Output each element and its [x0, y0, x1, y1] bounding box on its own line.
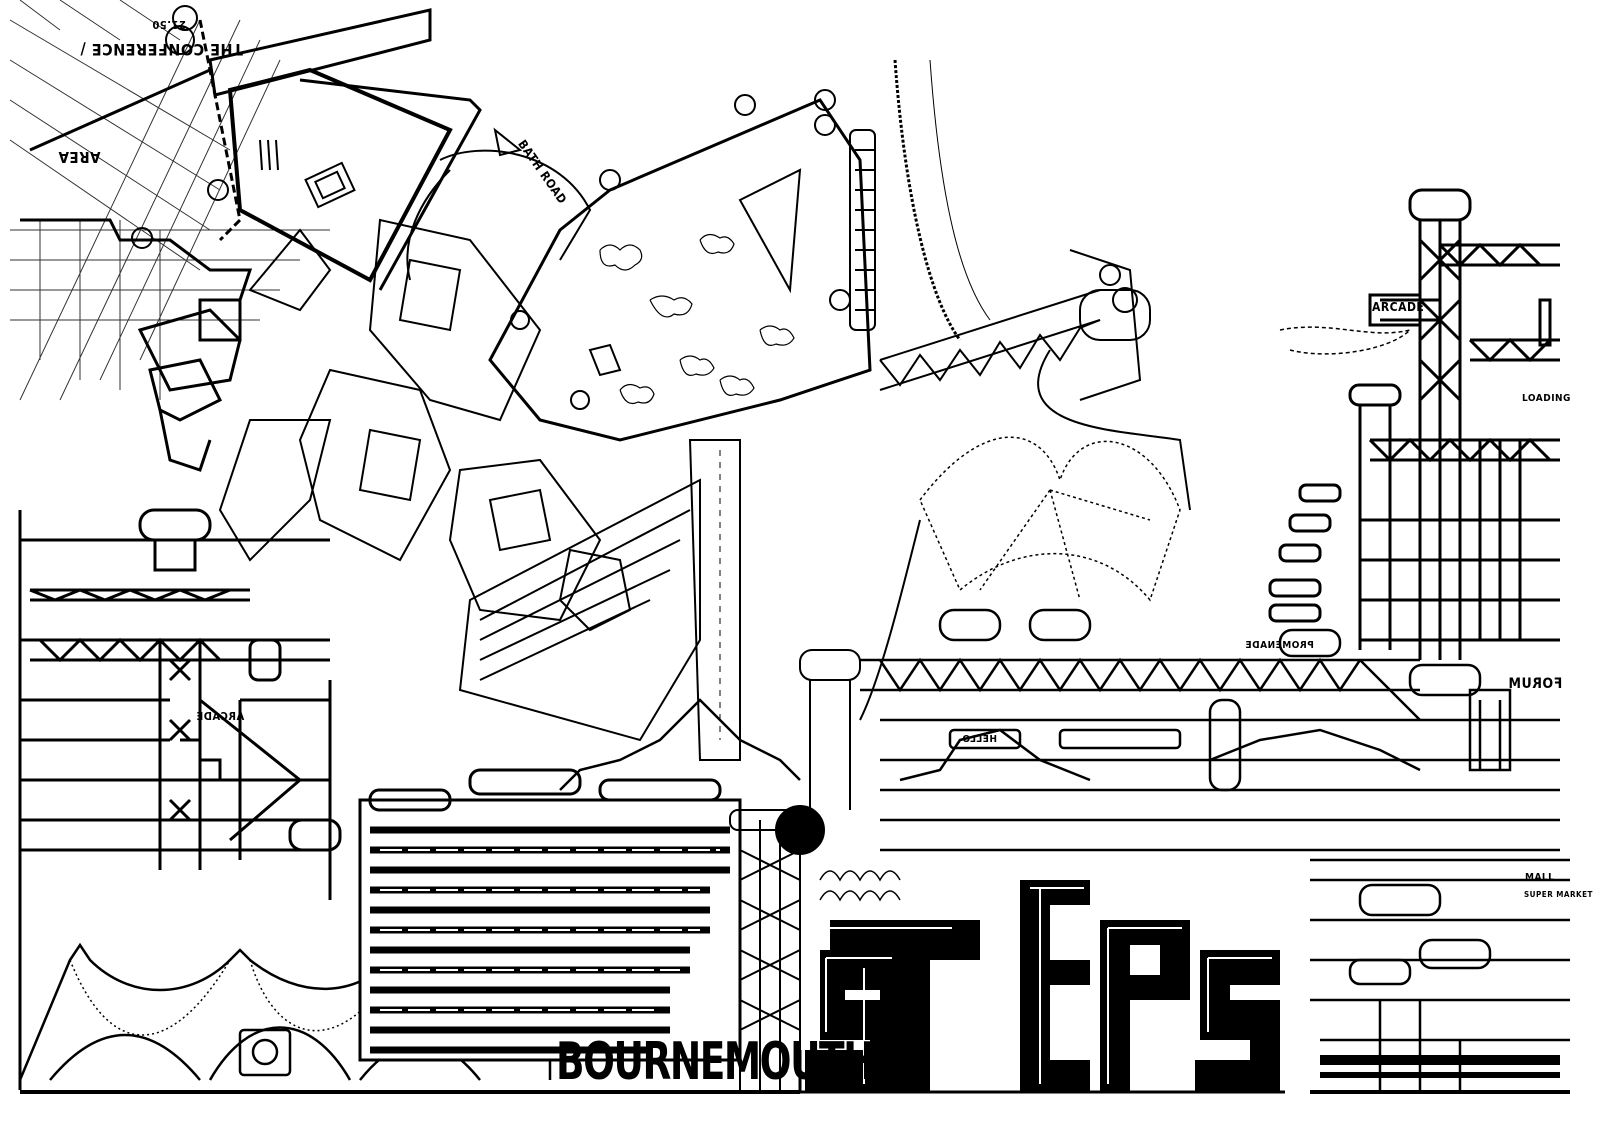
steps-inline — [825, 887, 1272, 1084]
hello-label: HELLO — [962, 734, 997, 745]
park-plan — [488, 89, 872, 442]
bournemouth-title: BOURNEMOUTH — [556, 1032, 874, 1092]
left-walkways — [20, 218, 253, 472]
bath-road-plan — [406, 127, 592, 281]
conference-plan-grid — [9, 0, 330, 401]
loading-label: LOADING — [1522, 393, 1571, 404]
stepped-domes — [559, 698, 1421, 791]
left-elevation — [18, 508, 342, 1090]
forum-label: FORUM — [1508, 676, 1563, 692]
mall-label: MALL — [1525, 872, 1555, 883]
tent-canopy — [919, 436, 1181, 602]
promenade-label: PROMENADE — [1245, 640, 1314, 651]
area-label: AREA — [58, 148, 101, 166]
conference-label: THE CONFERENCE / — [80, 40, 243, 59]
lattice-tower — [729, 649, 901, 1090]
steps-lettering — [805, 880, 1280, 1092]
banded-building — [358, 768, 825, 1062]
right-bottom-elevation — [1310, 858, 1570, 1094]
central-road — [688, 439, 741, 761]
diagonal-line — [29, 68, 211, 152]
site-plan-blocks — [218, 218, 701, 742]
pod-stack — [814, 114, 876, 331]
arcade-top-label: ARCADE — [1372, 300, 1425, 314]
arcade-left-label: ARCADE — [196, 710, 245, 723]
coastline — [893, 59, 962, 341]
super-market-label: SUPER MARKET — [1524, 890, 1593, 899]
promenade-elevation — [860, 608, 1560, 852]
conference-dimension: 21.50 — [152, 18, 186, 31]
conference-hall-plan — [227, 67, 482, 312]
right-tower — [1268, 188, 1560, 660]
top-road — [208, 8, 432, 97]
truss-bridge — [879, 249, 1151, 401]
tent-roofs — [18, 917, 800, 1094]
